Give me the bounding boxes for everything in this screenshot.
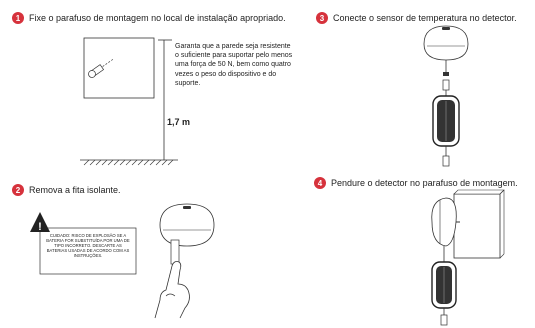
step-4-text: Pendure o detector no parafuso de montag… xyxy=(331,178,518,188)
hand-icon xyxy=(154,261,190,319)
temperature-probe xyxy=(442,155,450,167)
step-3-number: 3 xyxy=(316,12,328,24)
step-1-header: 1 Fixe o parafuso de montagem no local d… xyxy=(12,12,286,24)
svg-text:!: ! xyxy=(38,221,42,233)
screw-icon xyxy=(88,58,114,78)
warning-box xyxy=(39,227,137,275)
step-2-header: 2 Remova a fita isolante. xyxy=(12,184,121,196)
step-3-header: 3 Conecte o sensor de temperatura no det… xyxy=(316,12,517,24)
battery-warning-text: CUIDADO: RISCO DE EXPLOSÃO SE A BATERIA … xyxy=(46,233,130,258)
detector-side-icon xyxy=(431,197,460,247)
temperature-probe xyxy=(440,314,448,326)
step-4-number: 4 xyxy=(314,177,326,189)
step-2-text: Remova a fita isolante. xyxy=(29,185,121,195)
warning-triangle-icon xyxy=(30,212,50,232)
wall-strength-note: Garanta que a parede seja resistente o s… xyxy=(175,43,293,87)
step-2-number: 2 xyxy=(12,184,24,196)
wall-panel xyxy=(453,193,501,259)
mounting-height-label: 1,7 m xyxy=(167,117,191,127)
sensor-cable-coil-icon xyxy=(432,95,460,147)
step-4-header: 4 Pendure o detector no parafuso de mont… xyxy=(314,177,518,189)
sensor-cable-coil-icon xyxy=(431,261,457,309)
detector-dome-icon xyxy=(423,25,469,61)
step-1-number: 1 xyxy=(12,12,24,24)
step-3-text: Conecte o sensor de temperatura no detec… xyxy=(333,13,517,23)
step-1-text: Fixe o parafuso de montagem no local de … xyxy=(29,13,286,23)
